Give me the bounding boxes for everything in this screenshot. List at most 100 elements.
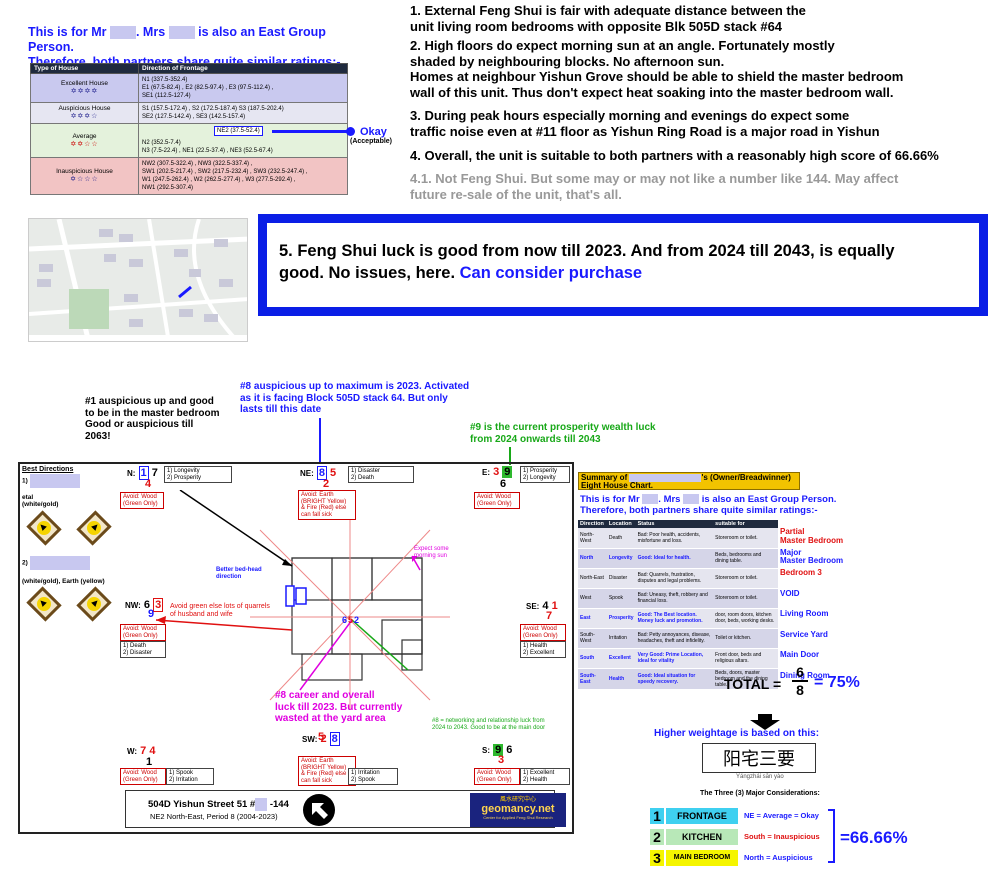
- note-2: 2. High floors do expect morning sun at …: [410, 38, 904, 100]
- star-base: 9: [148, 608, 155, 620]
- redaction: x: [642, 494, 659, 505]
- intro-east: is also an East Group Person.: [28, 25, 326, 54]
- consideration-number: 3: [650, 850, 664, 866]
- summary-intro: This is for Mr x. Mrs x is also an East …: [580, 494, 840, 516]
- sector-sw: SW: 2 8: [302, 732, 340, 746]
- address-b: -144: [267, 799, 289, 811]
- fraction-num: 6: [792, 664, 808, 682]
- annotation-main-door: #8 = networking and relationship luck fr…: [432, 718, 546, 731]
- logo-chinese: 風水研究中心: [499, 797, 536, 803]
- star-rating: ✡✡✡☆: [70, 113, 99, 120]
- star-base: 1: [146, 756, 153, 768]
- total-fraction: 6 8: [792, 664, 808, 698]
- bd-2-text: (white/gold), Earth (yellow): [22, 578, 105, 585]
- redaction: x: [629, 474, 702, 482]
- key-1: 1) Longevity: [167, 468, 200, 474]
- cell-status: Bad: Poor health, accidents, misfortune …: [635, 528, 714, 549]
- star-water: 9: [502, 466, 513, 478]
- cell-suit: Storeroom or toilet.: [713, 528, 778, 549]
- sector-label: NE:: [300, 469, 314, 478]
- rating-row-inauspicious: Inauspicious House✡☆☆☆ NW2 (307.5-322.4)…: [30, 157, 348, 195]
- room-usage: Service Yard: [780, 629, 828, 639]
- pinyin: Yángzhái sān yào: [736, 774, 784, 780]
- key-1: 1) Prosperity: [523, 468, 558, 474]
- key-2: 2) Irritation: [169, 776, 198, 783]
- north-arrow-icon: [303, 794, 335, 826]
- sector-w-avoid: Avoid: Wood (Green Only): [120, 768, 166, 785]
- annotation-star-9: #9 is the current prosperity wealth luck…: [470, 422, 656, 445]
- consideration-label: MAIN BEDROOM: [666, 850, 738, 866]
- cell-suit: Storeroom or toilet.: [713, 588, 778, 609]
- cell-status: Very Good: Prime Location, ideal for vit…: [635, 648, 714, 669]
- cell-suit: Toilet or kitchen.: [713, 628, 778, 649]
- sector-label: SW:: [302, 735, 318, 744]
- bd-2-label: 2): [22, 559, 28, 567]
- sector-label: E:: [482, 468, 490, 477]
- three-considerations: The Three (3) Major Considerations:: [700, 790, 820, 797]
- consideration-label: FRONTAGE: [666, 808, 738, 824]
- best-directions: Best Directions 1) x etal (white/gold): [22, 466, 116, 509]
- sector-label: N:: [127, 469, 136, 478]
- location-map[interactable]: [28, 218, 248, 342]
- final-score: =66.66%: [840, 828, 908, 847]
- cell-loc: Spook: [606, 588, 636, 609]
- connector-9: [509, 447, 511, 465]
- logo-sub: Center for Applied Feng Shui Research: [483, 815, 553, 820]
- unit-period: NE2 North-East, Period 8 (2004-2023): [150, 812, 278, 821]
- star-water: 5: [318, 731, 325, 743]
- luck-summary-box: 5. Feng Shui luck is good from now till …: [258, 214, 988, 316]
- col-house: Type of House: [30, 63, 139, 74]
- cell-status: Good: Ideal situation for speedy recover…: [635, 668, 714, 690]
- note-4-1: 4.1. Not Feng Shui. But some may or may …: [410, 171, 899, 202]
- note-4: 4. Overall, the unit is suitable to both…: [410, 148, 939, 163]
- okay-label: Okay: [360, 126, 387, 138]
- summary-title: Summary of x's (Owner/Breadwinner) Eight…: [578, 472, 800, 490]
- star-water: 7: [151, 467, 158, 479]
- star-mountain: 7: [140, 745, 147, 757]
- intro-mrs: . Mrs: [135, 25, 166, 39]
- key-1: 1) Health: [523, 643, 548, 649]
- cell-suit: Front door, beds and religious altars.: [713, 648, 778, 669]
- luck-text: 5. Feng Shui luck is good from now till …: [279, 242, 895, 282]
- note-3: 3. During peak hours especially morning …: [410, 108, 880, 139]
- key-2: 2) Longevity: [523, 474, 556, 481]
- consideration-value: NE = Average = Okay: [744, 811, 819, 820]
- room-usage: Living Room: [780, 609, 829, 618]
- consideration-value: South = Inauspicious: [744, 832, 820, 841]
- sector-label: W:: [127, 747, 138, 756]
- key-1: 1) Spook: [169, 770, 194, 776]
- cell-loc: Excellent: [606, 648, 636, 669]
- cell-dir: West: [578, 588, 607, 609]
- key-1: 1) Irritation: [351, 770, 380, 776]
- sector-ne: NE: 8 5: [300, 466, 336, 480]
- okay-pointer-line: [272, 130, 348, 133]
- chinese-title: 阳宅三要: [702, 743, 816, 773]
- rating-row-average: Average✡✡☆☆ NE2 (37.5-52.4)N2 (352.5-7.4…: [30, 123, 348, 158]
- weightage-text: Higher weightage is based on this:: [654, 728, 820, 739]
- redaction: x: [168, 26, 195, 40]
- consideration-value: North = Auspicious: [744, 853, 813, 862]
- dir-line: SW1 (202.5-217.4) , SW2 (217.5-232.4) , …: [142, 169, 308, 175]
- sector-nw: NW: 6 3: [125, 598, 164, 612]
- summary-intro-mr: This is for Mr: [580, 494, 640, 505]
- star-base: 7: [546, 610, 553, 622]
- redaction: x: [29, 473, 80, 488]
- house-rating-table: Type of House Direction of Frontage Exce…: [30, 63, 348, 195]
- sector-se: SE: 4 1: [526, 600, 558, 612]
- dir-line: SE1 (112.5-127.4): [142, 93, 191, 99]
- star-water: 4: [149, 745, 156, 757]
- bed-head-note: Better bed-head direction: [216, 567, 262, 580]
- cell-suit: Beds, bedrooms and dining table.: [713, 548, 778, 569]
- consideration-number: 2: [650, 829, 664, 845]
- room-usage: Main Door: [780, 650, 820, 659]
- sector-s: S: 9 6: [482, 744, 512, 756]
- consideration-label: KITCHEN: [666, 829, 738, 845]
- sector-label: S:: [482, 746, 490, 755]
- dir-line: NW2 (307.5-322.4) , NW3 (322.5-337.4) ,: [142, 161, 253, 167]
- key-1: 1) Excellent: [523, 770, 555, 776]
- dir-line: N3 (7.5-22.4) , NE1 (22.5-37.4) , NE3 (5…: [142, 148, 273, 154]
